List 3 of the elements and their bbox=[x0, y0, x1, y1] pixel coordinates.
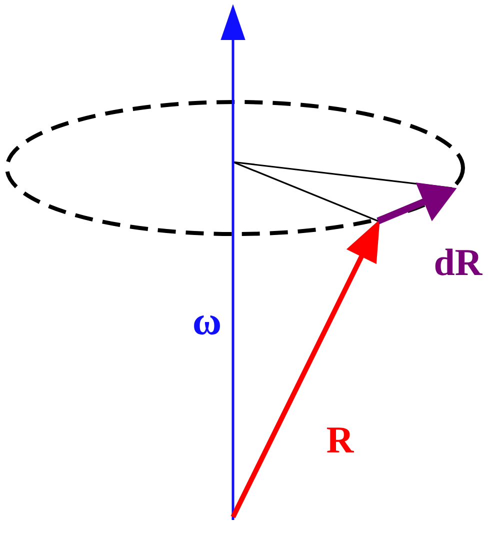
vector-label: dR bbox=[435, 248, 483, 276]
vector-label: R bbox=[326, 428, 354, 452]
vector-label: ω bbox=[194, 315, 220, 335]
